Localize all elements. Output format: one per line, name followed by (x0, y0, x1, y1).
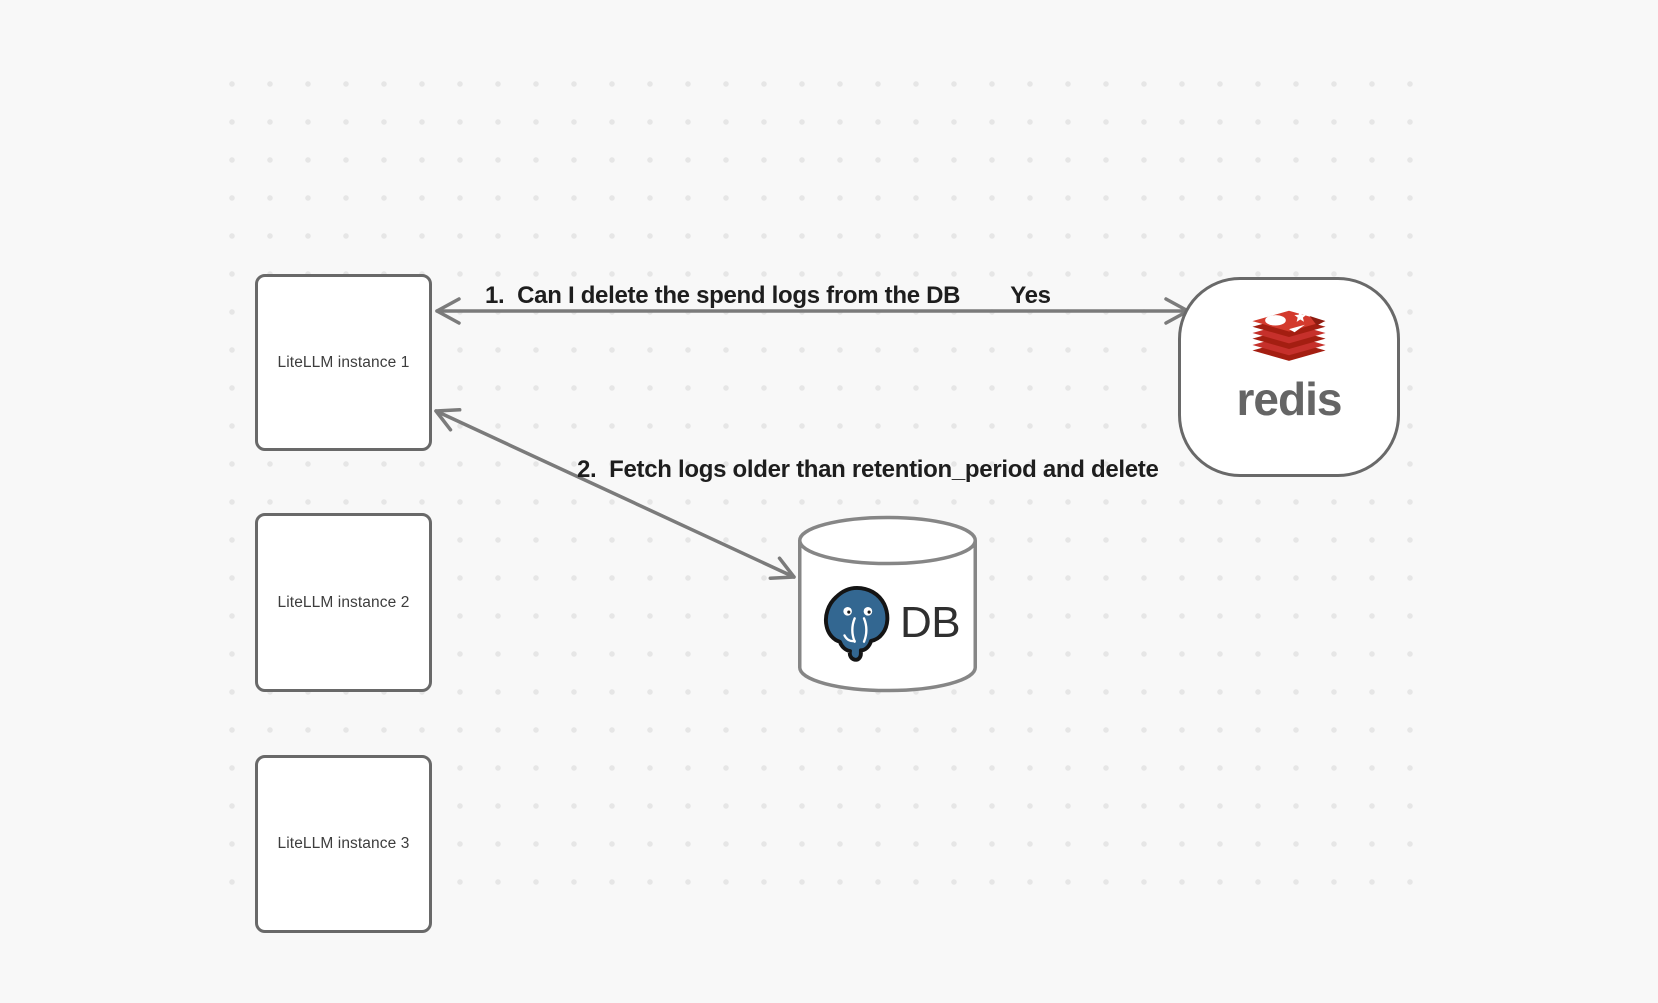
arrowhead-upper-icon (434, 408, 462, 432)
arrowhead-left-icon (435, 297, 461, 325)
node-label: LiteLLM instance 2 (277, 593, 410, 611)
node-label: LiteLLM instance 3 (277, 835, 410, 852)
redis-logo-icon (1252, 310, 1326, 361)
edge1-label-row: 1. Can I delete the spend logs from the … (485, 283, 1051, 309)
arrowhead-lower-icon (768, 556, 796, 580)
edge1-answer-label[interactable]: Yes (1010, 282, 1051, 309)
node-litellm-instance-2[interactable]: LiteLLM instance 2 (255, 513, 432, 692)
node-label: LiteLLM instance 1 (277, 353, 410, 371)
node-redis[interactable]: redis (1178, 277, 1400, 477)
redis-wordmark: redis (1236, 373, 1343, 425)
postgresql-logo-icon (823, 585, 890, 662)
db-label: DB (899, 598, 961, 647)
node-litellm-instance-3[interactable]: LiteLLM instance 3 (255, 755, 432, 933)
db-node-content: DB (796, 578, 979, 668)
arrow-litellm1-db[interactable] (434, 408, 796, 580)
edge1-question-label[interactable]: 1. Can I delete the spend logs from the … (485, 282, 961, 309)
edge2-label[interactable]: 2. Fetch logs older than retention_perio… (577, 456, 1159, 483)
node-litellm-instance-1[interactable]: LiteLLM instance 1 (255, 274, 432, 451)
